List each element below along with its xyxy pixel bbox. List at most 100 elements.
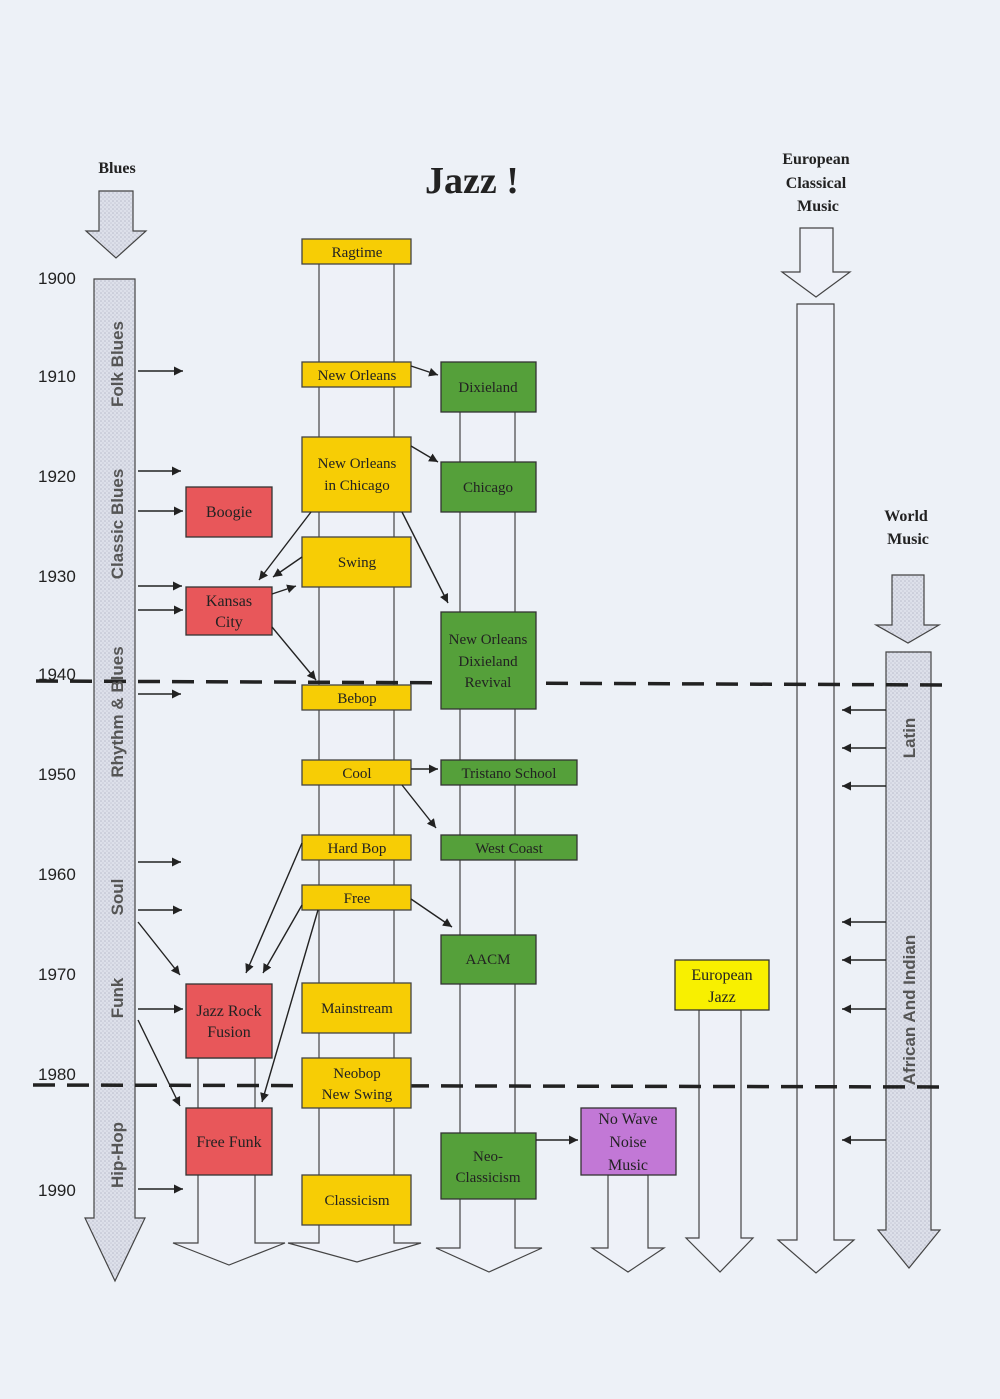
swing-box: Swing <box>301 536 412 588</box>
connector-arrow <box>401 784 437 829</box>
funk-label: Funk <box>108 977 127 1018</box>
world-music-label: World Music <box>884 508 932 548</box>
world-music-column-arrow <box>876 651 942 1269</box>
no-wave-column-arrow <box>590 1174 666 1273</box>
connector-arrow <box>410 898 453 928</box>
free-box: Free <box>301 884 412 911</box>
no-wave-box: No Wave Noise Music <box>580 1107 677 1176</box>
divider-1980 <box>32 1083 949 1089</box>
connector-arrow <box>272 556 303 578</box>
svg-text:Classicism: Classicism <box>455 1170 520 1186</box>
svg-text:Noise: Noise <box>609 1134 646 1151</box>
svg-text:New Orleans: New Orleans <box>318 368 397 384</box>
european-classical-down-arrow-icon <box>780 227 852 298</box>
blues-column-arrow <box>84 278 146 1283</box>
neobop-box: Neobop New Swing <box>301 1057 412 1109</box>
jazz-rock-fusion-box: Jazz Rock Fusion <box>185 983 273 1059</box>
soul-label: Soul <box>108 879 127 916</box>
svg-text:City: City <box>215 614 243 631</box>
svg-text:No Wave: No Wave <box>598 1111 657 1128</box>
new-orleans-box: New Orleans <box>301 361 412 388</box>
free-funk-box: Free Funk <box>185 1107 273 1176</box>
new-orleans-in-chicago-box: New Orleans in Chicago <box>301 436 412 513</box>
year-label: 1970 <box>38 965 76 984</box>
world-music-down-arrow-icon <box>873 574 942 644</box>
svg-text:Fusion: Fusion <box>207 1024 251 1041</box>
dixieland-box: Dixieland <box>440 361 537 413</box>
svg-text:New Orleans: New Orleans <box>449 632 528 648</box>
aacm-box: AACM <box>440 934 537 985</box>
svg-text:Revival: Revival <box>465 675 512 691</box>
european-jazz-column-arrow <box>684 1009 755 1273</box>
svg-text:Music: Music <box>608 1157 648 1174</box>
svg-text:AACM: AACM <box>465 952 510 968</box>
svg-text:Dixieland: Dixieland <box>458 380 518 396</box>
connector-arrow <box>262 904 303 974</box>
classic-blues-label: Classic Blues <box>108 469 127 580</box>
european-classical-column-arrow <box>776 303 856 1274</box>
svg-text:Chicago: Chicago <box>463 480 513 496</box>
kansas-city-box: Kansas City <box>185 586 273 636</box>
year-label: 1950 <box>38 765 76 784</box>
svg-text:Bebop: Bebop <box>337 691 376 707</box>
svg-text:in Chicago: in Chicago <box>324 478 389 494</box>
svg-text:Ragtime: Ragtime <box>332 245 383 261</box>
connector-arrow <box>271 584 297 595</box>
svg-text:European: European <box>691 967 752 984</box>
connector-arrow <box>260 909 319 1103</box>
ragtime-box: Ragtime <box>301 238 412 265</box>
svg-text:Tristano School: Tristano School <box>462 766 557 782</box>
svg-text:Dixieland: Dixieland <box>458 654 518 670</box>
svg-text:New Swing: New Swing <box>322 1087 393 1103</box>
european-jazz-box: European Jazz <box>674 959 770 1011</box>
african-and-indian-label: African And Indian <box>900 935 919 1086</box>
bebop-box: Bebop <box>301 684 412 711</box>
hard-bop-box: Hard Bop <box>301 834 412 861</box>
svg-text:Neobop: Neobop <box>333 1066 381 1082</box>
hip-hop-label: Hip-Hop <box>108 1122 127 1188</box>
dixieland-revival-box: New Orleans Dixieland Revival <box>440 611 537 710</box>
svg-text:Kansas: Kansas <box>206 593 252 610</box>
connector-arrow <box>401 511 449 604</box>
year-label: 1990 <box>38 1181 76 1200</box>
blues-source-label: Blues <box>98 160 135 177</box>
west-coast-box: West Coast <box>440 834 578 861</box>
svg-text:New Orleans: New Orleans <box>318 456 397 472</box>
connector-arrow <box>258 511 312 581</box>
year-label: 1980 <box>38 1065 76 1084</box>
svg-text:Boogie: Boogie <box>206 504 252 521</box>
year-label: 1930 <box>38 567 76 586</box>
boogie-box: Boogie <box>185 486 273 538</box>
latin-label: Latin <box>900 718 919 759</box>
svg-text:West Coast: West Coast <box>475 841 543 857</box>
connector-arrow <box>271 626 317 681</box>
folk-blues-label: Folk Blues <box>108 321 127 407</box>
svg-text:Swing: Swing <box>338 555 377 571</box>
year-label: 1960 <box>38 865 76 884</box>
svg-text:Free: Free <box>344 891 371 907</box>
connector-arrow <box>410 445 439 463</box>
chicago-box: Chicago <box>440 461 537 513</box>
cool-box: Cool <box>301 759 412 786</box>
blues-down-arrow-icon <box>84 190 148 259</box>
svg-text:Jazz: Jazz <box>708 989 736 1006</box>
year-label: 1910 <box>38 367 76 386</box>
svg-text:Hard Bop: Hard Bop <box>328 841 387 857</box>
classicism-box: Classicism <box>301 1174 412 1226</box>
year-label: 1940 <box>38 665 76 684</box>
mainstream-box: Mainstream <box>301 982 412 1034</box>
svg-text:Cool: Cool <box>342 766 371 782</box>
svg-text:Jazz Rock: Jazz Rock <box>196 1003 261 1020</box>
rhythm-and-blues-label: Rhythm & Blues <box>108 646 127 777</box>
year-label: 1920 <box>38 467 76 486</box>
year-label: 1900 <box>38 269 76 288</box>
svg-text:Free Funk: Free Funk <box>196 1134 261 1151</box>
svg-text:Mainstream: Mainstream <box>321 1001 393 1017</box>
neo-classicism-box: Neo- Classicism <box>440 1132 537 1200</box>
diagram-title: Jazz ! <box>425 160 519 202</box>
svg-text:Classicism: Classicism <box>324 1193 389 1209</box>
connector-arrow <box>410 365 439 377</box>
european-classical-label: European Classical Music <box>782 151 853 215</box>
influence-arrow <box>137 1019 181 1107</box>
